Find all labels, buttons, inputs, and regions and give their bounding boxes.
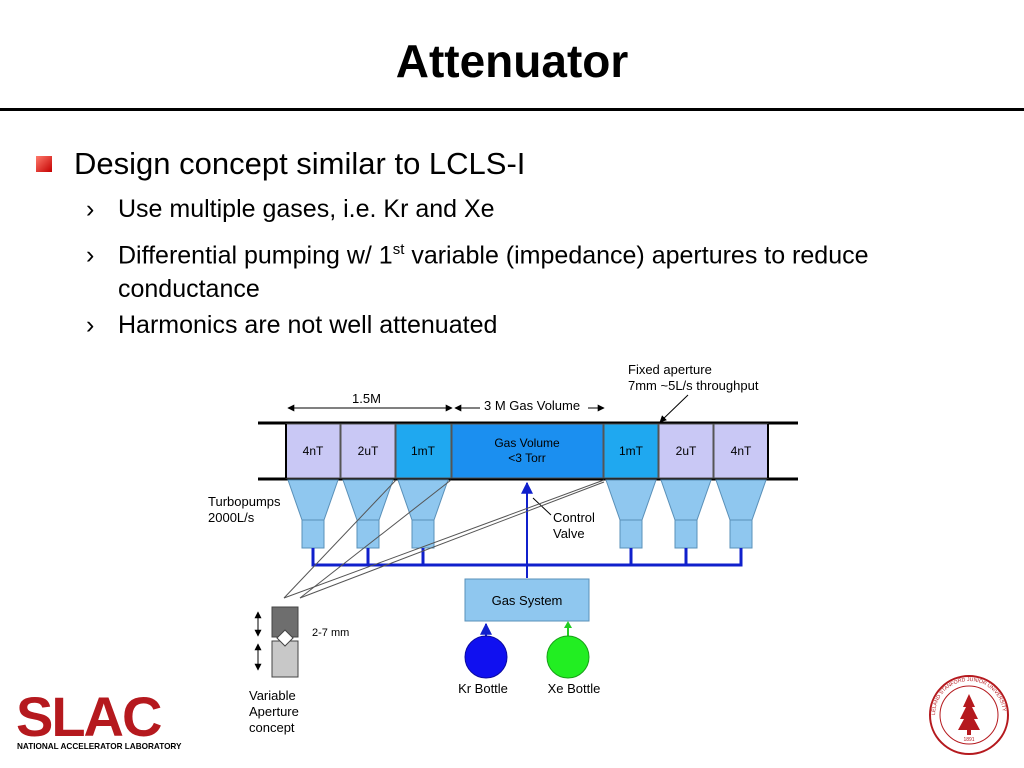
pump-funnel xyxy=(342,479,394,521)
xe-bottle-label: Xe Bottle xyxy=(548,681,601,696)
title-divider xyxy=(0,108,1024,111)
aperture-size-label: 2-7 mm xyxy=(312,627,349,639)
gas-volume-cell xyxy=(451,423,604,479)
turbopumps-label-2: 2000L/s xyxy=(208,510,255,525)
sub-bullet-text-cont: variable (impedance) apertures to reduce xyxy=(411,241,869,270)
chevron-icon: › xyxy=(86,195,95,223)
sub-bullet-text: Use multiple gases, i.e. Kr and Xe xyxy=(118,195,495,223)
pump-funnel xyxy=(397,479,449,521)
sub-bullet-text: Harmonics are not well attenuated xyxy=(118,311,498,339)
cell-left-1mt xyxy=(395,423,452,479)
main-bullet-text: Design concept similar to LCLS-I xyxy=(74,146,526,181)
sub-bullet-harmonics: › Harmonics are not well attenuated xyxy=(86,308,497,342)
dimension-3m-gas-volume: 3 M Gas Volume xyxy=(484,398,580,413)
cell-left-2ut xyxy=(340,423,396,479)
xe-bottle-icon xyxy=(546,635,590,679)
pump-body xyxy=(729,519,753,549)
gas-system-label: Gas System xyxy=(492,593,563,608)
control-valve-pointer xyxy=(532,497,552,516)
sub-bullet-text: Differential pumping w/ 1 xyxy=(118,241,393,270)
sub-bullet-gases: › Use multiple gases, i.e. Kr and Xe xyxy=(86,192,495,226)
main-bullet: Design concept similar to LCLS-I xyxy=(36,146,525,182)
cell-right-2ut xyxy=(658,423,714,479)
stanford-seal: LELAND STANFORD JUNIOR UNIVERSITY 1891 xyxy=(928,674,1010,756)
gas-volume-label-1: Gas Volume xyxy=(494,436,560,450)
variable-aperture-label-3: concept xyxy=(249,720,295,735)
cell-right-1mt xyxy=(603,423,659,479)
sub-bullet-text-line2: conductance xyxy=(118,275,260,304)
cell-label: 1mT xyxy=(619,444,644,458)
cell-label: 1mT xyxy=(411,444,436,458)
pump-body xyxy=(619,519,643,549)
variable-aperture-label-2: Aperture xyxy=(249,704,299,719)
slide-title: Attenuator xyxy=(395,35,629,87)
xe-feed-arrow xyxy=(564,621,572,628)
kr-bottle-label: Kr Bottle xyxy=(458,681,508,696)
aperture-opening-icon xyxy=(276,629,294,647)
variable-aperture-label-1: Variable xyxy=(249,688,296,703)
seal-year: 1891 xyxy=(963,737,974,743)
turbopumps xyxy=(287,479,767,549)
cell-label: 4nT xyxy=(303,444,324,458)
pump-funnel xyxy=(660,479,712,521)
sub-bullet-pumping: › Differential pumping w/ 1st variable (i… xyxy=(86,233,869,306)
lab-name: NATIONAL ACCELERATOR LABORATORY xyxy=(17,742,182,751)
pump-body xyxy=(674,519,698,549)
cell-label: 4nT xyxy=(731,444,752,458)
fixed-aperture-label-1: Fixed aperture xyxy=(628,362,712,377)
fixed-aperture-pointer xyxy=(659,394,689,423)
pump-body xyxy=(301,519,325,549)
aperture-pointer-lines xyxy=(283,479,605,599)
pump-funnel xyxy=(605,479,657,521)
pump-body xyxy=(356,519,380,549)
turbopumps-label-1: Turbopumps xyxy=(208,494,281,509)
pump-funnel xyxy=(287,479,339,521)
chevron-icon: › xyxy=(86,241,95,270)
gas-system-box xyxy=(464,578,590,622)
cell-label: 2uT xyxy=(358,444,379,458)
fixed-aperture-label-2: 7mm ~5L/s throughput xyxy=(628,378,759,393)
control-valve-label-2: Valve xyxy=(553,526,585,541)
bullet-square-icon xyxy=(36,156,52,172)
slac-logo: SLAC NATIONAL ACCELERATOR LABORATORY xyxy=(16,686,191,752)
chevron-icon: › xyxy=(86,311,95,339)
kr-bottle-icon xyxy=(464,635,508,679)
seal-tree-icon xyxy=(958,694,980,730)
gas-volume-label-2: <3 Torr xyxy=(508,451,545,465)
slac-logo-mark: SLAC xyxy=(16,686,161,748)
cell-right-4nt xyxy=(713,423,769,479)
control-valve-label-1: Control xyxy=(553,510,595,525)
pump-funnel xyxy=(715,479,767,521)
superscript-st: st xyxy=(392,241,405,258)
cell-label: 2uT xyxy=(676,444,697,458)
dimension-1-5m: 1.5M xyxy=(352,391,381,406)
cell-left-4nt xyxy=(285,423,341,479)
